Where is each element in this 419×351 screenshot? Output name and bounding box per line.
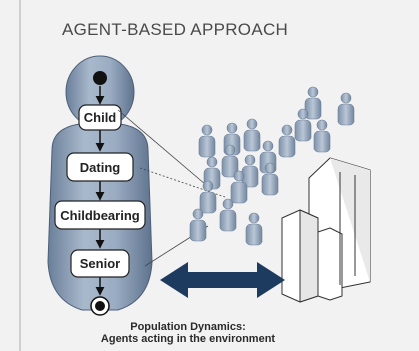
interaction-double-arrow [160,262,285,298]
person-icon [241,154,259,188]
state-senior: Senior [70,249,130,278]
person-icon [313,119,331,153]
state-label-child: Child [84,110,117,125]
person-icon [243,118,261,152]
person-icon [245,212,263,246]
person-icon [304,86,322,120]
state-label-childbearing: Childbearing [60,208,140,223]
caption-line-1: Population Dynamics: [130,321,246,333]
connector-line-child [117,109,213,191]
start-node-icon [93,71,107,85]
person-icon [337,92,355,126]
state-label-dating: Dating [80,160,121,175]
connector-line-dating [139,167,226,198]
person-icon [198,124,216,158]
caption-line-2: Agents acting in the environment [100,333,276,345]
person-icon [294,108,312,142]
person-icon [219,198,237,232]
agent-crowd [189,86,355,246]
frame-divider [19,0,21,351]
person-icon [189,208,207,242]
state-childbearing: Childbearing [54,200,146,230]
end-node-icon [90,296,110,316]
state-label-senior: Senior [80,256,120,271]
state-child: Child [78,104,122,131]
person-icon [221,144,239,178]
person-icon [230,170,248,204]
state-dating: Dating [66,152,134,182]
buildings-icon [281,157,371,303]
page-title: AGENT-BASED APPROACH [62,20,289,39]
person-icon [278,124,296,158]
person-icon [261,162,279,196]
